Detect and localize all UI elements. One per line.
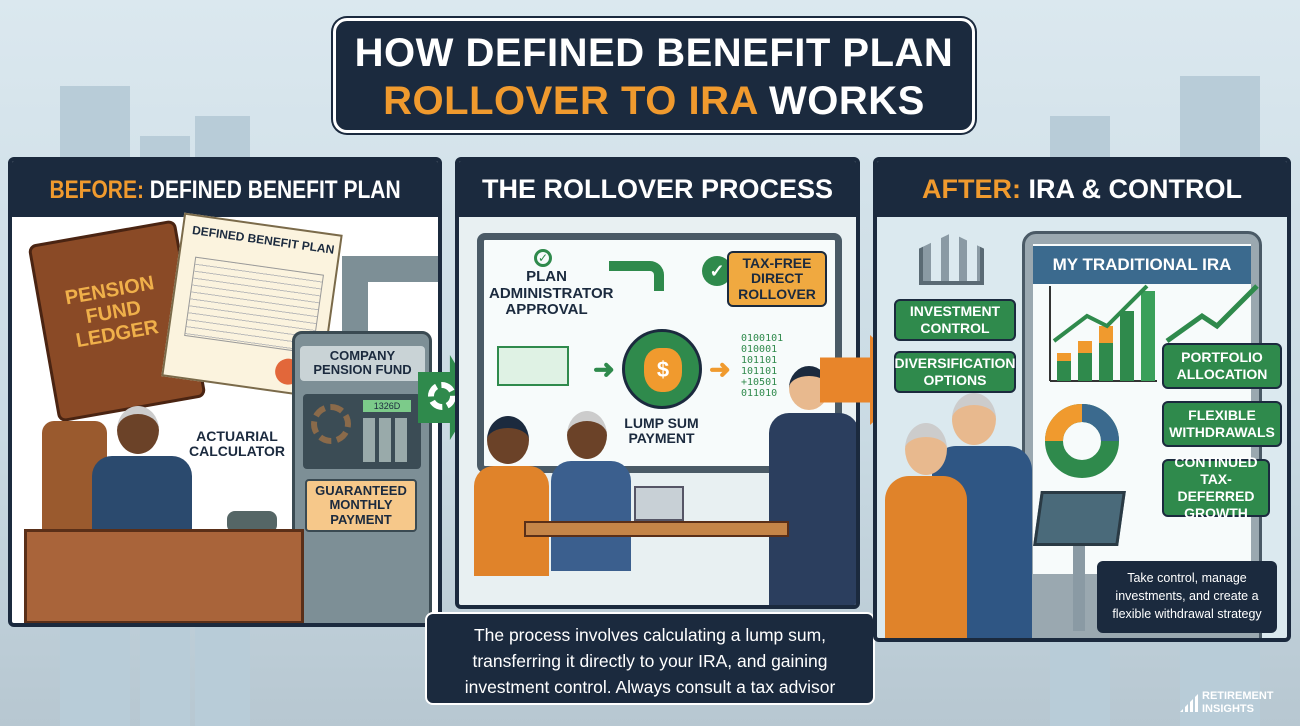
binary-row: 101101 — [741, 355, 778, 366]
binary-data: 0100101 010001 101101 101101 +10501 0110… — [741, 333, 783, 399]
before-header-line: BEFORE: DEFINED BENEFIT PLAN — [49, 162, 400, 218]
retirement-insights-logo: RETIREMENT INSIGHTS — [1180, 688, 1295, 722]
approval-label: PLAN ADMINISTRATOR APPROVAL — [489, 268, 614, 318]
bank-icon — [919, 233, 984, 285]
binary-row: 0100101 — [741, 333, 784, 344]
before-header: BEFORE: DEFINED BENEFIT PLAN — [12, 161, 438, 217]
logo-chart-icon — [1180, 694, 1198, 712]
chart-bar — [1120, 311, 1134, 381]
title-highlight: ROLLOVER TO IRA — [383, 79, 758, 123]
chart-bar — [1057, 361, 1071, 381]
desk — [24, 529, 304, 623]
arrow-right-icon: ➜ — [593, 354, 615, 384]
kiosk-screen — [1033, 491, 1126, 546]
telephone-icon — [227, 511, 277, 533]
after-header-highlight: AFTER: — [922, 174, 1021, 204]
chart-bar — [1099, 343, 1113, 381]
approval-arrow — [609, 261, 664, 291]
before-header-text: DEFINED BENEFIT PLAN — [149, 176, 401, 204]
binary-row: 011010 — [741, 388, 778, 399]
page-title: HOW DEFINED BENEFIT PLAN ROLLOVER TO IRA… — [333, 18, 975, 133]
binary-row: +10501 — [741, 377, 778, 388]
donut-slice — [1081, 404, 1119, 442]
woman-body — [885, 476, 967, 638]
control-note: Take control, manage investments, and cr… — [1097, 561, 1277, 633]
title-line-2: ROLLOVER TO IRA WORKS — [336, 77, 972, 125]
chart-bar — [1099, 326, 1113, 343]
guaranteed-payment-label: GUARANTEED MONTHLY PAYMENT — [305, 479, 417, 532]
calculator-panel: 1326D — [303, 394, 421, 469]
man-head — [952, 393, 996, 445]
check-document — [497, 346, 569, 386]
client-man-body — [551, 461, 631, 571]
actuarial-calculator-label: ACTUARIAL CALCULATOR — [189, 428, 285, 460]
donut-slice — [1045, 404, 1083, 442]
client-woman-head — [487, 416, 529, 464]
document-title: DEFINED BENEFIT PLAN — [191, 223, 336, 257]
chart-bar — [1057, 353, 1071, 361]
process-header: THE ROLLOVER PROCESS — [459, 161, 856, 217]
ira-screen-title: MY TRADITIONAL IRA — [1033, 246, 1251, 284]
advisor-body — [769, 413, 856, 605]
pension-fund-machine: COMPANY PENSION FUND 1326D GUARANTEED MO… — [292, 331, 432, 623]
title-rest: WORKS — [768, 79, 925, 123]
binary-row: 010001 — [741, 344, 778, 355]
flexible-withdrawals-callout: FLEXIBLE WITHDRAWALS — [1162, 401, 1282, 447]
logo-line-2: INSIGHTS — [1202, 703, 1254, 715]
process-caption: The process involves calculating a lump … — [425, 612, 875, 705]
binary-row: 101101 — [741, 366, 778, 377]
after-header-text: IRA & CONTROL — [1028, 174, 1242, 204]
gear-icon — [428, 382, 456, 410]
chart-bar — [1078, 341, 1092, 353]
lump-sum-circle: $ — [622, 329, 702, 409]
chart-bar — [1078, 353, 1092, 381]
growth-line — [1052, 284, 1149, 343]
title-line-1: HOW DEFINED BENEFIT PLAN — [354, 31, 954, 75]
actuary-head — [117, 406, 159, 454]
portfolio-allocation-callout: PORTFOLIO ALLOCATION — [1162, 343, 1282, 389]
after-header: AFTER: IRA & CONTROL — [877, 161, 1287, 217]
after-panel: AFTER: IRA & CONTROL MY TRADITIONAL IRA … — [873, 157, 1291, 642]
ledger-label: PENSION FUND LEDGER — [63, 272, 161, 353]
ira-charts — [1045, 284, 1259, 478]
before-panel: BEFORE: DEFINED BENEFIT PLAN PENSION FUN… — [8, 157, 442, 627]
diversification-callout: DIVERSIFICATION OPTIONS — [894, 351, 1016, 393]
calculator-keypad — [363, 418, 411, 462]
client-man-head — [567, 411, 607, 459]
lump-sum-label: LUMP SUM PAYMENT — [624, 415, 699, 447]
woman-head — [905, 423, 947, 475]
before-header-highlight: BEFORE: — [49, 176, 144, 204]
money-bag-icon: $ — [644, 348, 682, 392]
chart-bar — [1141, 291, 1155, 381]
logo-line-1: RETIREMENT — [1202, 690, 1274, 702]
process-panel: THE ROLLOVER PROCESS ✓ PLAN ADMINISTRATO… — [455, 157, 860, 609]
calculator-display: 1326D — [363, 400, 411, 412]
arrow-right-icon: ➜ — [709, 354, 731, 384]
gear-icon — [311, 404, 351, 444]
machine-label: COMPANY PENSION FUND — [300, 346, 425, 381]
tax-deferred-growth-callout: CONTINUED TAX-DEFERRED GROWTH — [1162, 454, 1270, 521]
laptop-icon — [634, 486, 684, 521]
growth-arrow — [1165, 284, 1259, 344]
meeting-table — [524, 521, 789, 537]
kiosk-stand — [1073, 546, 1085, 631]
tax-free-rollover-badge: TAX-FREE DIRECT ROLLOVER — [727, 251, 827, 308]
investment-control-callout: INVESTMENT CONTROL — [894, 299, 1016, 341]
check-icon: ✓ — [534, 249, 552, 267]
